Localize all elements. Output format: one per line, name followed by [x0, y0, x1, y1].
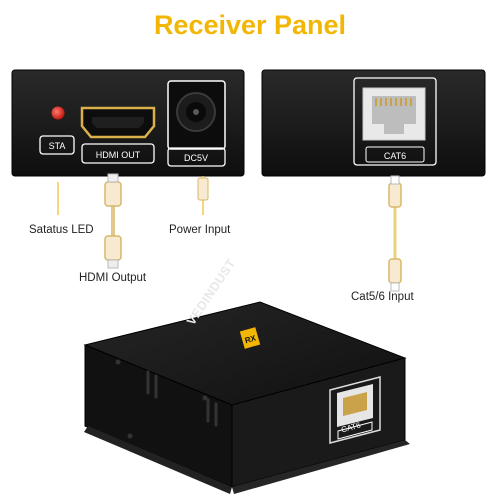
rx-badge-label: RX — [244, 333, 258, 345]
right-receiver-panel: CAT6 — [261, 69, 486, 177]
page-title: Receiver Panel — [153, 10, 347, 40]
dc5v-label: DC5V — [184, 153, 208, 163]
power-input-callout: Power Input — [169, 224, 231, 236]
receiver-device-3d: RX — [83, 301, 410, 494]
cat6-panel-label: CAT6 — [384, 151, 406, 161]
hdmi-out-label: HDMI OUT — [96, 150, 141, 160]
dc-jack — [167, 80, 226, 150]
rj45-port — [362, 87, 426, 141]
network-cable-icon — [388, 175, 402, 292]
hdmi-cable-icon — [104, 173, 122, 269]
status-led — [51, 106, 65, 120]
hdmi-output-callout: HDMI Output — [79, 272, 147, 284]
device-rj45-port — [329, 376, 381, 444]
sta-label: STA — [49, 141, 66, 151]
hdmi-out-port — [80, 106, 156, 139]
power-plug-icon — [197, 177, 209, 201]
status-led-callout: Satatus LED — [29, 224, 94, 236]
cat-input-callout: Cat5/6 Input — [351, 291, 414, 303]
left-receiver-panel: STA HDMI OUT DC5V — [11, 69, 245, 177]
rx-badge: RX — [239, 327, 261, 349]
